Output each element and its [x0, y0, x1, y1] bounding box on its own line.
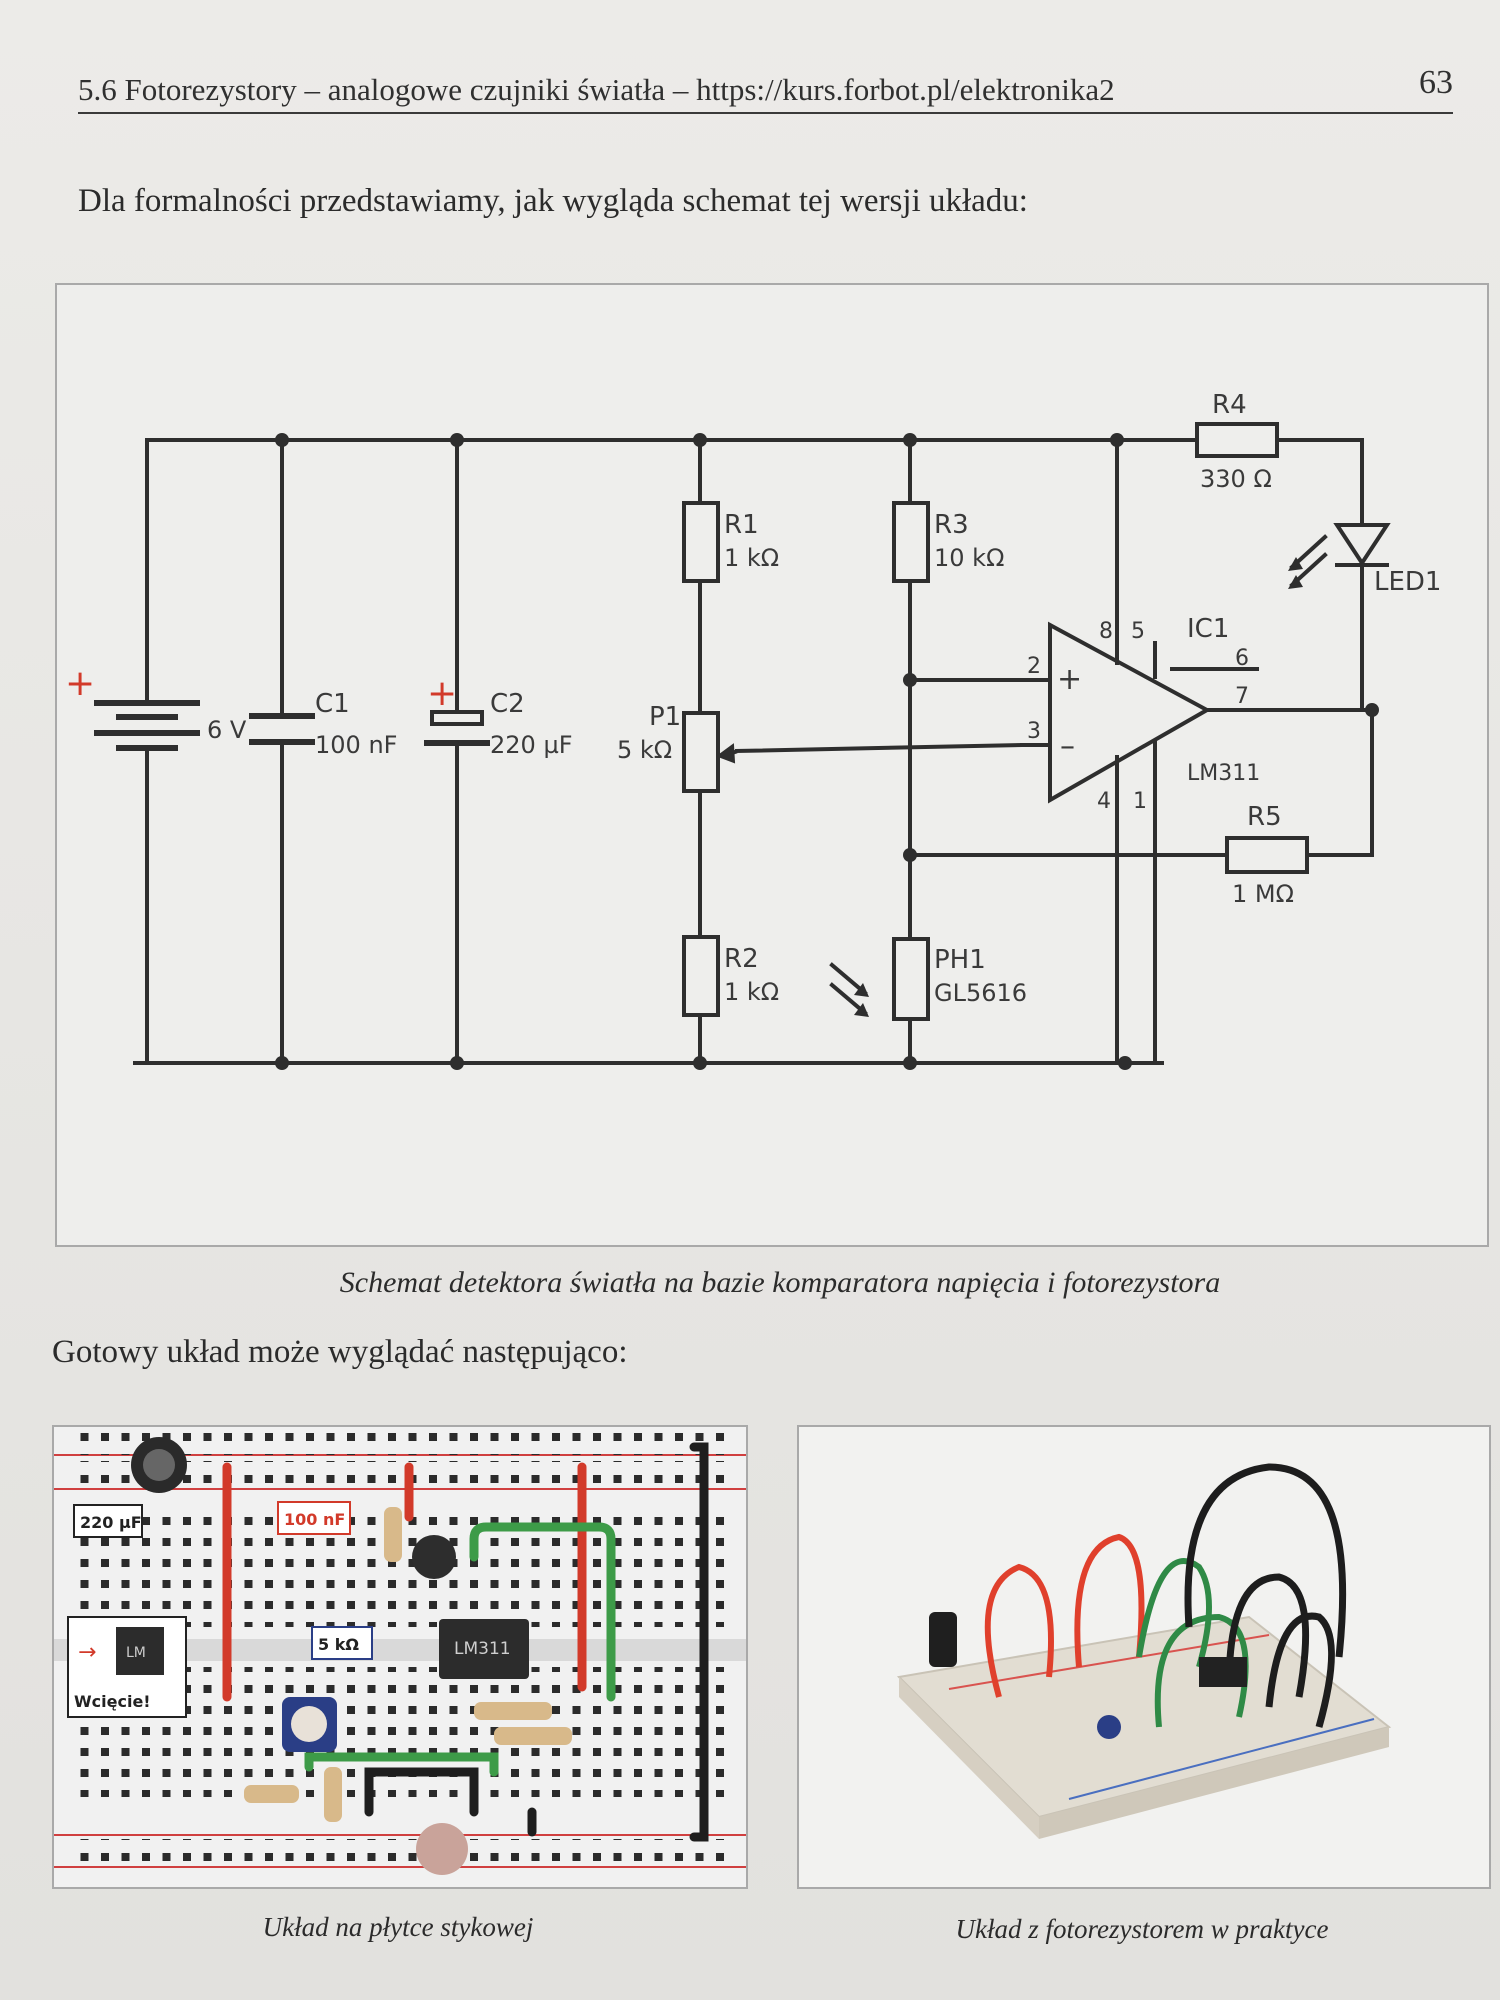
r2-value: 1 kΩ [724, 978, 779, 1006]
r2-ref: R2 [724, 944, 759, 974]
header-rule [78, 112, 1453, 114]
pin-1-label: 1 [1133, 789, 1147, 814]
battery-voltage-label: 6 V [207, 716, 247, 744]
minus-input-label: – [1060, 729, 1075, 764]
bb-ic-label: LM311 [454, 1639, 511, 1659]
p1-value: 5 kΩ [617, 736, 672, 764]
ic1-ref: IC1 [1187, 614, 1229, 644]
c1-ref: C1 [315, 689, 350, 719]
bb-c1-label: 100 nF [284, 1510, 345, 1529]
r3-value: 10 kΩ [934, 544, 1004, 572]
intro-paragraph: Dla formalności przedstawiamy, jak wyglą… [78, 183, 1028, 219]
circuit-photo [797, 1425, 1491, 1889]
schematic-figure: + + 6 V C1 100 nF C2 220 µF R1 1 kΩ P1 5… [55, 283, 1489, 1247]
section-title: 5.6 Fotorezystory – analogowe czujniki ś… [78, 72, 1115, 107]
page-number: 63 [1419, 64, 1453, 101]
bb-notch-label: Wcięcie! [74, 1692, 151, 1711]
pin-2-label: 2 [1027, 654, 1041, 679]
ic1-value: LM311 [1187, 761, 1260, 786]
photo-caption: Układ z fotorezystorem w praktyce [955, 1914, 1329, 1944]
plus-input-label: + [1057, 662, 1082, 697]
battery-plus-sign: + [65, 663, 95, 704]
p1-ref: P1 [649, 702, 681, 732]
r4-value: 330 Ω [1200, 465, 1272, 493]
circuit-photo-drawing [799, 1427, 1489, 1887]
r3-ref: R3 [934, 510, 969, 540]
r1-ref: R1 [724, 510, 759, 540]
breadboard-illustration: LM311 220 µF 100 nF 5 kΩ LM → Wcięcie! [52, 1425, 748, 1889]
r5-ref: R5 [1247, 802, 1282, 832]
ready-paragraph: Gotowy układ może wyglądać następująco: [52, 1334, 628, 1370]
ph1-value: GL5616 [934, 979, 1027, 1007]
schematic-diagram: + + 6 V C1 100 nF C2 220 µF R1 1 kΩ P1 5… [65, 390, 1441, 1070]
pin-5-label: 5 [1131, 619, 1145, 644]
pin-6-label: 6 [1235, 646, 1249, 671]
r1-value: 1 kΩ [724, 544, 779, 572]
pin-8-label: 8 [1099, 619, 1113, 644]
bb-pot-label: 5 kΩ [318, 1635, 359, 1654]
led1-ref: LED1 [1374, 567, 1441, 597]
c1-value: 100 nF [315, 731, 397, 759]
c2-plus-sign: + [427, 673, 457, 714]
ph1-ref: PH1 [934, 945, 986, 975]
bb-lm-label: LM [126, 1645, 146, 1661]
r4-ref: R4 [1212, 390, 1247, 420]
bb-arrow: → [78, 1640, 96, 1665]
bb-c2-label: 220 µF [80, 1513, 142, 1532]
c2-ref: C2 [490, 689, 525, 719]
c2-value: 220 µF [490, 731, 573, 759]
pin-3-label: 3 [1027, 719, 1041, 744]
breadboard-caption: Układ na płytce stykowej [262, 1912, 534, 1942]
r5-value: 1 MΩ [1232, 880, 1294, 908]
pin-7-label: 7 [1235, 684, 1249, 709]
breadboard-drawing: LM311 220 µF 100 nF 5 kΩ LM → Wcięcie! [54, 1427, 746, 1887]
pin-4-label: 4 [1097, 789, 1111, 814]
schematic-caption: Schemat detektora światła na bazie kompa… [339, 1266, 1221, 1299]
